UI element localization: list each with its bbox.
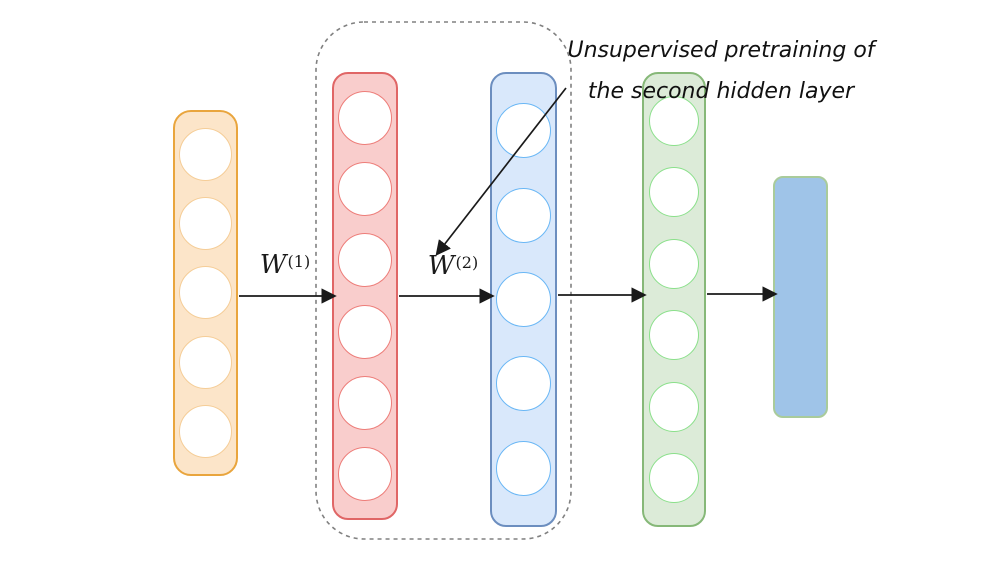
weight-label-w1-sup: (1) [287, 252, 311, 271]
hidden-layer-1-neuron [338, 233, 392, 288]
input-layer-neuron [179, 128, 232, 182]
hidden-layer-1-neuron [338, 304, 392, 359]
hidden-layer-2-neuron [496, 356, 551, 412]
hidden-layer-3-neuron [649, 310, 699, 361]
weight-label-w2-sup: (2) [455, 253, 479, 272]
hidden-layer-2-neuron [496, 440, 551, 496]
hidden-layer-2 [490, 72, 557, 527]
hidden-layer-2-neuron [496, 271, 551, 327]
hidden-layer-3-neuron [649, 381, 699, 432]
hidden-layer-3-neuron [649, 95, 699, 146]
hidden-layer-2-neuron [496, 103, 551, 159]
output-layer [773, 176, 828, 418]
hidden-layer-3 [642, 72, 706, 527]
hidden-layer-1-neuron [338, 446, 392, 501]
weight-label-w1: W(1) [237, 250, 333, 280]
hidden-layer-3-neuron [649, 167, 699, 218]
hidden-layer-1-neuron [338, 375, 392, 430]
weight-label-w1-base: W [259, 250, 288, 280]
hidden-layer-1-neuron [338, 91, 392, 146]
weight-label-w2-base: W [427, 251, 456, 281]
hidden-layer-1-neuron [338, 162, 392, 217]
hidden-layer-3-neuron [649, 238, 699, 289]
hidden-layer-2-neuron [496, 187, 551, 243]
annotation-text: Unsupervised pretraining of the second h… [556, 30, 886, 112]
hidden-layer-3-neuron [649, 453, 699, 504]
input-layer-neuron [179, 266, 232, 320]
hidden-layer-1 [332, 72, 398, 520]
input-layer-neuron [179, 404, 232, 458]
input-layer-neuron [179, 197, 232, 251]
annotation-line-2: the second hidden layer [587, 79, 855, 104]
annotation-line-1: Unsupervised pretraining of [567, 38, 875, 63]
input-layer [173, 110, 238, 476]
weight-label-w2: W(2) [405, 251, 501, 281]
input-layer-neuron [179, 335, 232, 389]
